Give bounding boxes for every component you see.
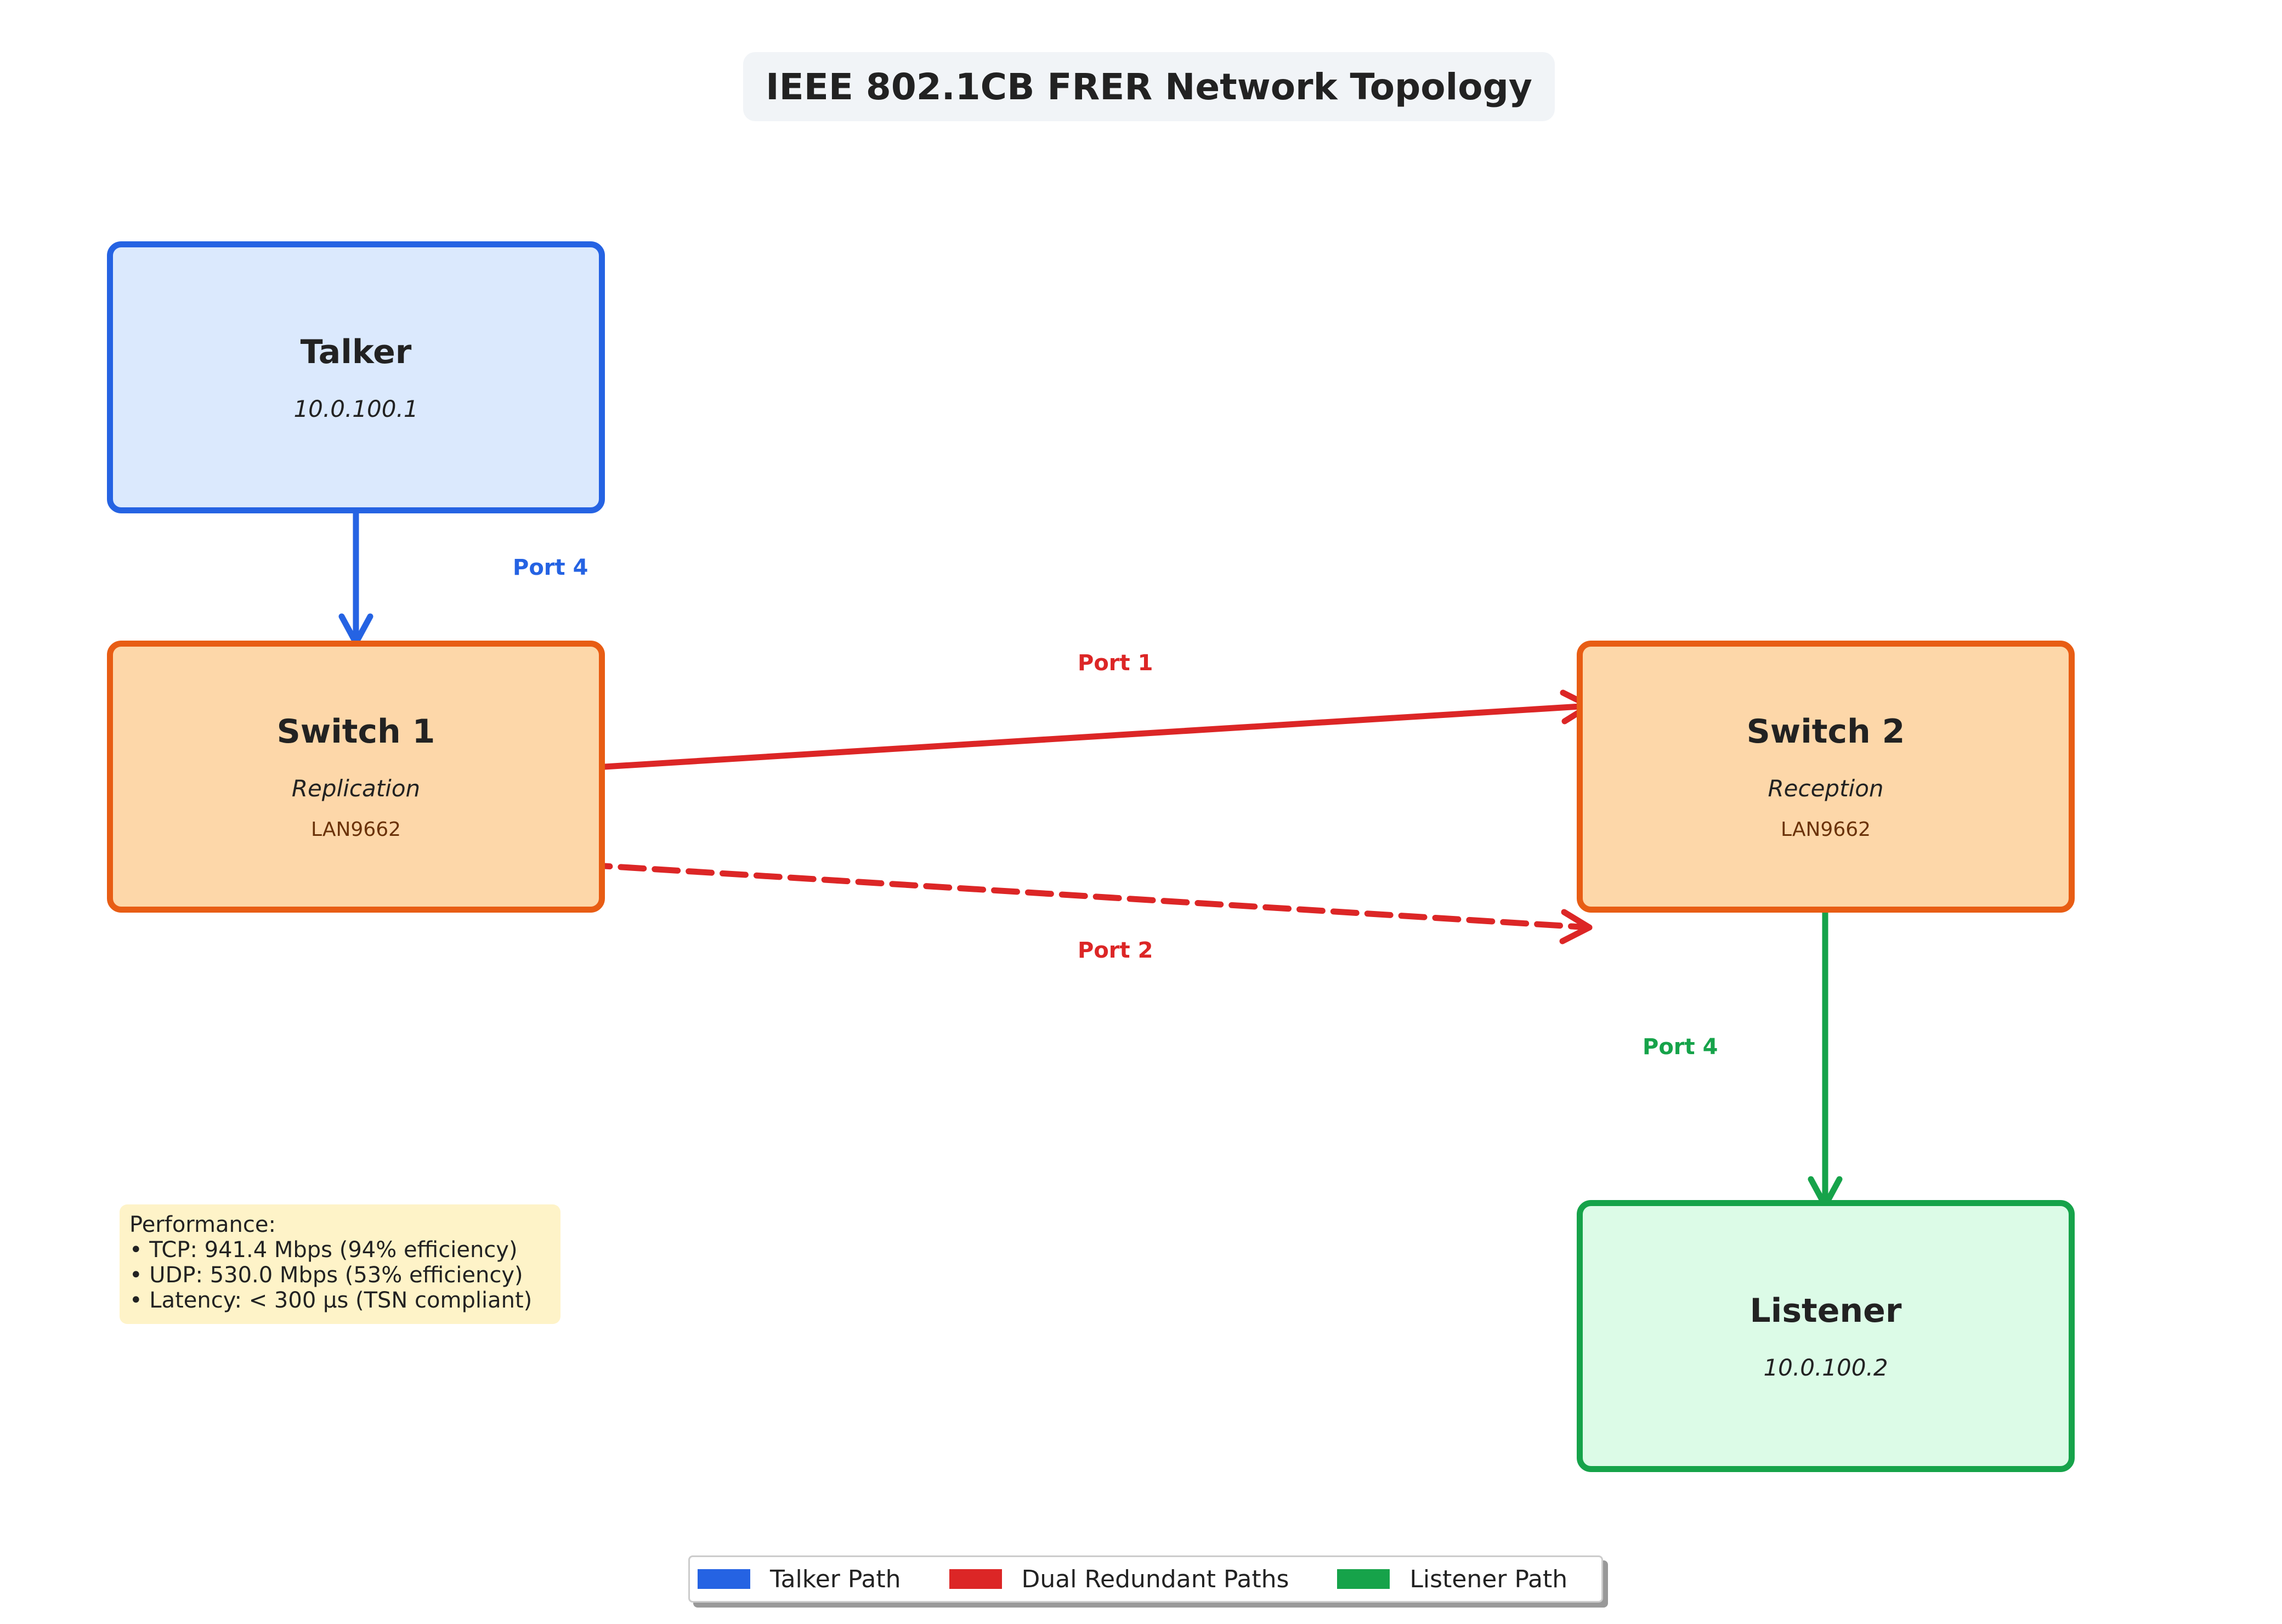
talker-node: Talker 10.0.100.1: [107, 241, 605, 513]
talker-path-arrow: [338, 497, 373, 646]
listener-ip: 10.0.100.2: [1763, 1354, 1888, 1381]
legend-swatch-talker: [698, 1569, 750, 1589]
secondary-redundant-path-arrow: [584, 862, 1593, 944]
listener-path-arrow: [1808, 899, 1843, 1209]
talker-ip: 10.0.100.1: [293, 395, 418, 422]
legend-swatch-redundant: [949, 1569, 1002, 1589]
legend-item-talker: Talker Path: [698, 1565, 901, 1593]
diagram-title-box: IEEE 802.1CB FRER Network Topology: [743, 52, 1555, 121]
listener-port-label: Port 4: [1643, 1034, 1718, 1060]
switch2-node: Switch 2 Reception LAN9662: [1577, 641, 2075, 913]
switch2-name: Switch 2: [1746, 712, 1905, 751]
legend-swatch-listener: [1337, 1569, 1390, 1589]
legend-label-redundant: Dual Redundant Paths: [1021, 1565, 1289, 1593]
performance-tcp: • TCP: 941.4 Mbps (94% efficiency): [129, 1237, 518, 1263]
performance-box: Performance: • TCP: 941.4 Mbps (94% effi…: [120, 1204, 560, 1324]
secondary-link-port-label: Port 2: [1078, 938, 1153, 963]
listener-node: Listener 10.0.100.2: [1577, 1200, 2075, 1472]
performance-udp: • UDP: 530.0 Mbps (53% efficiency): [129, 1263, 523, 1288]
primary-redundant-path-arrow: [584, 689, 1593, 771]
switch1-name: Switch 1: [276, 712, 435, 751]
switch1-node: Switch 1 Replication LAN9662: [107, 641, 605, 913]
legend-item-redundant: Dual Redundant Paths: [949, 1565, 1289, 1593]
switch1-role: Replication: [291, 775, 421, 802]
performance-heading: Performance:: [129, 1212, 276, 1237]
performance-latency: • Latency: < 300 μs (TSN compliant): [129, 1288, 533, 1313]
primary-link-port-label: Port 1: [1078, 650, 1153, 676]
switch1-model: LAN9662: [310, 818, 401, 841]
legend: Talker Path Dual Redundant Paths Listene…: [688, 1555, 1603, 1603]
talker-port-label: Port 4: [513, 555, 588, 580]
diagram-title: IEEE 802.1CB FRER Network Topology: [766, 65, 1532, 108]
talker-name: Talker: [300, 332, 412, 371]
switch2-role: Reception: [1768, 775, 1884, 802]
legend-item-listener: Listener Path: [1337, 1565, 1567, 1593]
legend-label-talker: Talker Path: [770, 1565, 901, 1593]
listener-name: Listener: [1749, 1291, 1902, 1330]
legend-label-listener: Listener Path: [1409, 1565, 1568, 1593]
switch2-model: LAN9662: [1780, 818, 1871, 841]
